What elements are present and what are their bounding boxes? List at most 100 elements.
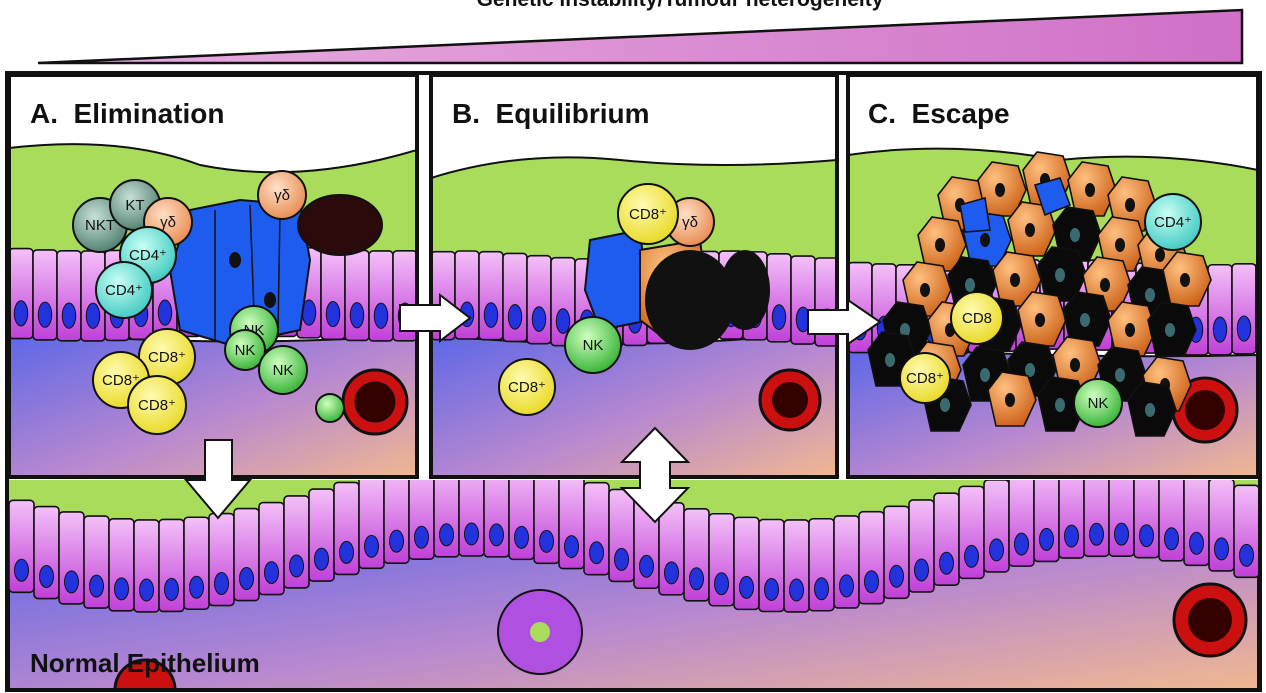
normal-epithelium-label: Normal Epithelium xyxy=(30,648,260,678)
cd8-t-cell: CD8⁺ xyxy=(618,184,678,244)
epithelial-cell xyxy=(527,256,551,344)
epithelial-cell xyxy=(57,251,81,341)
epithelial-cell xyxy=(234,509,259,601)
epithelial-cell xyxy=(659,503,684,595)
cd8-t-cell-label: CD8⁺ xyxy=(906,370,944,387)
cd4-t-cell-label: CD4⁺ xyxy=(105,282,143,299)
epithelial-cell xyxy=(369,251,393,341)
gd-t-cell-label: γδ xyxy=(274,187,290,204)
cd4-t-cell-label: CD4⁺ xyxy=(1154,214,1192,231)
nkt-cell-label: NKT xyxy=(85,217,115,234)
epithelial-cell xyxy=(559,477,584,569)
epithelial-cell xyxy=(9,249,33,339)
epithelial-cell xyxy=(159,519,184,611)
cd8-t-cell-label: CD8⁺ xyxy=(508,379,546,396)
epithelial-cell xyxy=(1009,474,1034,566)
epithelial-cell xyxy=(1184,473,1209,565)
epithelial-cell xyxy=(1232,264,1256,354)
epithelial-cell xyxy=(859,512,884,604)
epithelial-cell xyxy=(909,500,934,592)
epithelial-cell xyxy=(284,496,309,588)
panel-label-elimination: A. Elimination xyxy=(30,98,224,129)
epithelial-cell xyxy=(609,489,634,581)
epithelial-cell xyxy=(1209,479,1234,571)
cd8-t-cell-label: CD8⁺ xyxy=(629,206,667,223)
epithelial-cell xyxy=(503,253,527,341)
epithelial-cell xyxy=(34,507,59,599)
nk-cell-label: NK xyxy=(583,337,604,354)
epithelial-cell xyxy=(409,467,434,559)
heterogeneity-wedge xyxy=(38,10,1242,63)
epithelial-cell xyxy=(534,471,559,563)
epithelial-cell xyxy=(734,517,759,609)
tumour-cell-blue xyxy=(960,198,990,232)
epithelial-cell xyxy=(759,519,784,611)
epithelial-cell xyxy=(684,509,709,601)
epithelial-cell xyxy=(984,480,1009,572)
epithelial-cell xyxy=(59,512,84,604)
nk-cell: NK xyxy=(1074,379,1122,427)
epithelial-cell xyxy=(834,516,859,608)
epithelial-cell xyxy=(259,503,284,595)
epithelial-cell xyxy=(767,254,791,342)
gd-t-cell-label: γδ xyxy=(682,214,698,231)
header-title: Genetic instability/Tumour heterogeneity xyxy=(477,0,884,11)
blood-vessel xyxy=(343,370,407,434)
epithelial-cell xyxy=(384,471,409,563)
blood-vessel xyxy=(760,370,820,430)
epithelial-cell xyxy=(209,514,234,606)
epithelial-cell xyxy=(1159,469,1184,561)
epithelial-cell xyxy=(584,483,609,575)
epithelial-cell xyxy=(509,467,534,559)
epithelial-cell xyxy=(1234,485,1259,577)
epithelial-cell xyxy=(334,482,359,574)
epithelial-cell xyxy=(184,517,209,609)
cd8-t-cell: CD8 xyxy=(951,292,1003,344)
epithelial-cell xyxy=(709,514,734,606)
epithelial-cell xyxy=(934,493,959,585)
nk-cell-label: NK xyxy=(1088,395,1109,412)
cd4-t-cell-label: CD4⁺ xyxy=(129,247,167,264)
gd-t-cell-label: γδ xyxy=(160,214,176,231)
cd8-t-cell-label: CD8⁺ xyxy=(148,349,186,366)
nk-cell: NK xyxy=(565,317,621,373)
epithelial-cell xyxy=(84,516,109,608)
cd8-t-cell: CD8⁺ xyxy=(128,376,186,434)
cd4-t-cell: CD4⁺ xyxy=(1145,194,1201,250)
nk-cell xyxy=(316,394,344,422)
panel-label-escape: C. Escape xyxy=(868,98,1010,129)
epithelial-cell xyxy=(345,250,369,340)
epithelial-cell xyxy=(809,519,834,611)
epithelial-cell xyxy=(109,519,134,611)
epithelial-cell xyxy=(1034,469,1059,561)
nk-cell-label: NK xyxy=(273,362,294,379)
epithelial-cell xyxy=(134,520,159,612)
cd8-t-cell-label: CD8⁺ xyxy=(138,397,176,414)
panel-label-equilibrium: B. Equilibrium xyxy=(452,98,650,129)
blood-vessel xyxy=(1174,584,1246,656)
epithelial-cell xyxy=(784,520,809,612)
epithelial-cell xyxy=(479,252,503,340)
nk-cell-label: NK xyxy=(235,342,256,359)
cd8-t-cell-label: CD8 xyxy=(962,310,992,327)
cd8-t-cell: CD8⁺ xyxy=(499,359,555,415)
cd8-t-cell: CD8⁺ xyxy=(900,353,950,403)
epithelial-cell xyxy=(321,249,345,339)
gd-t-cell: γδ xyxy=(258,171,306,219)
gland xyxy=(498,590,582,674)
epithelial-cell xyxy=(359,476,384,568)
cd4-t-cell: CD4⁺ xyxy=(96,262,152,318)
epithelial-cell xyxy=(9,500,34,592)
nk-cell: NK xyxy=(259,346,307,394)
epithelial-cell xyxy=(33,250,57,340)
dying-tumour-cell xyxy=(298,195,382,255)
nkt-cell-label: KT xyxy=(125,197,144,214)
epithelial-cell xyxy=(884,506,909,598)
epithelial-cell xyxy=(309,489,334,581)
epithelial-cell xyxy=(959,486,984,578)
epithelial-cell xyxy=(1208,265,1232,355)
